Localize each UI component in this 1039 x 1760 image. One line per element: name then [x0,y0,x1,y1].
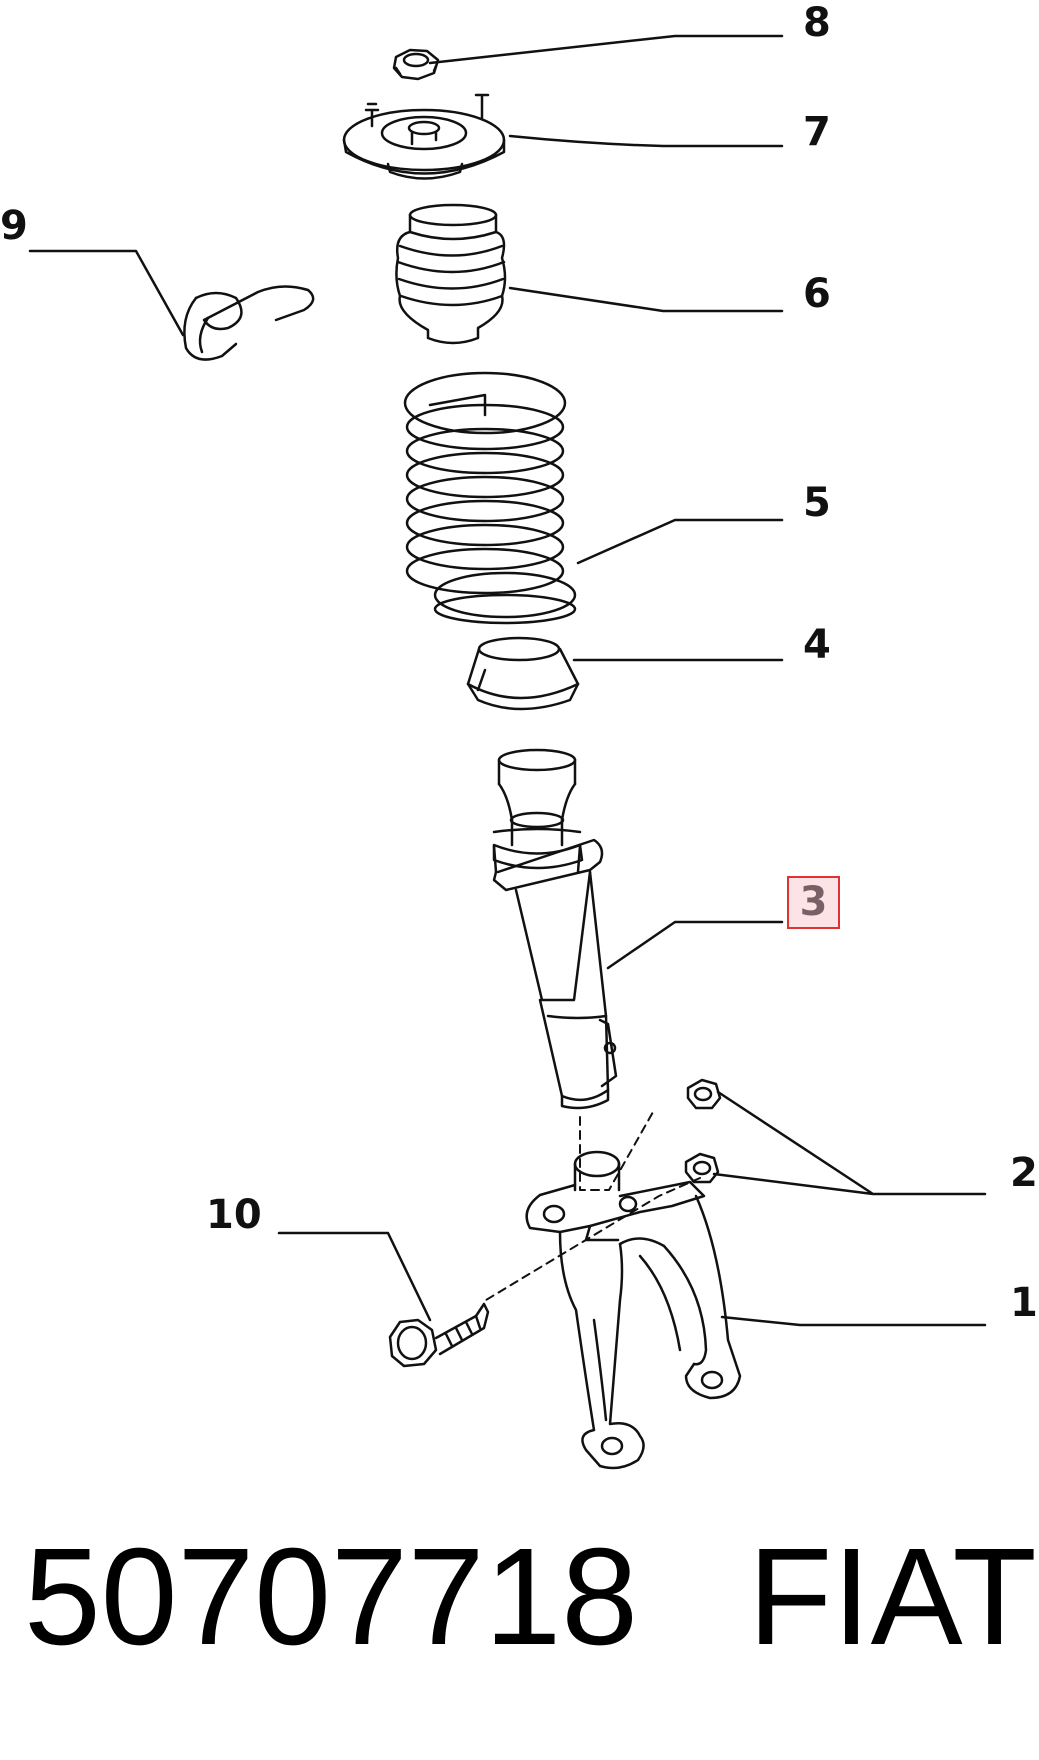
callout-4: 4 [803,622,831,668]
callout-2: 2 [1010,1150,1038,1196]
callout-6: 6 [803,271,831,317]
part-5-coil-spring [403,371,577,625]
part-2-nuts [684,1078,722,1184]
callout-5: 5 [803,480,831,526]
part-number: 50707718 [24,1520,638,1674]
part-8-nut [392,48,440,81]
callout-3-highlighted: 3 [787,876,840,929]
part-1-knuckle [525,1150,742,1470]
brand-name: FIAT [748,1520,1037,1674]
leader-lines [28,34,987,1327]
part-3-shock-absorber [492,748,618,1110]
callout-8: 8 [803,0,831,46]
part-10-bolt [388,1302,490,1368]
callout-9: 9 [0,203,28,249]
part-6-bump-stop [395,203,507,345]
part-4-spring-seat [466,636,580,711]
part-7-top-mount [342,93,506,180]
callout-7: 7 [803,109,831,155]
part-9-clip [183,285,315,361]
callout-1: 1 [1010,1280,1038,1326]
callout-10: 10 [206,1192,262,1238]
